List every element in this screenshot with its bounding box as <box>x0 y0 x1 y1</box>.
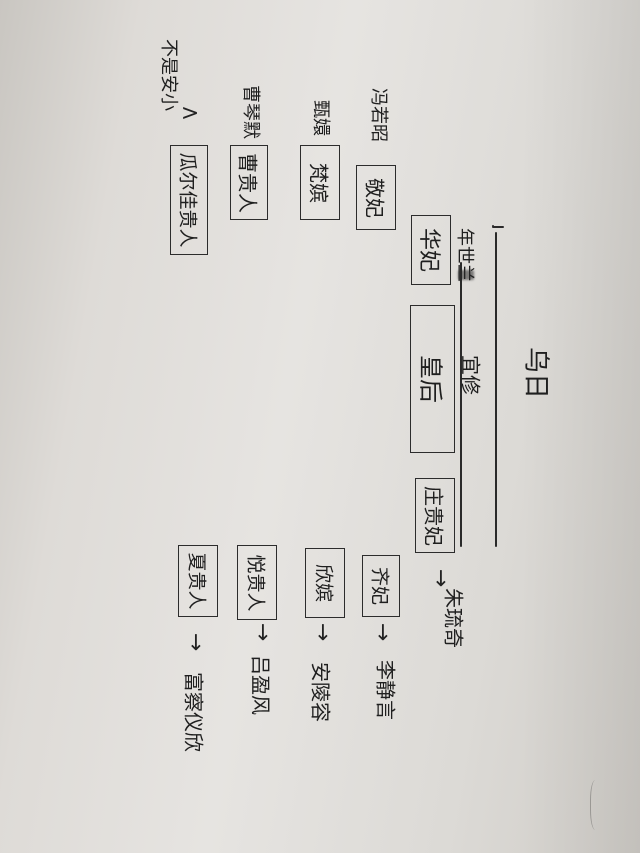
xinyuan-label: 欣嫔 <box>312 563 335 603</box>
huafei-label: 华妃 <box>416 227 441 273</box>
qifei-box: 齐妃 <box>362 555 400 617</box>
header-label: 乌日 <box>520 346 551 400</box>
jingfei-box: 敬妃 <box>356 165 396 230</box>
xiaoyuan-box: 梵嫔 <box>300 145 340 220</box>
empress-label: 皇后 <box>416 355 444 403</box>
jingfei-label: 敬妃 <box>362 177 387 218</box>
ink-smudge <box>458 270 474 280</box>
dinggui-target: 富察仪欣 <box>181 672 206 752</box>
main-axis-line <box>495 232 497 547</box>
second-axis-line <box>460 262 462 547</box>
lijieyu-box: 悦贵人 <box>237 545 277 620</box>
qifei-target: 李静言 <box>373 660 398 720</box>
zhuangfei-label: 庄贵妃 <box>421 485 446 546</box>
qifei-label: 齐妃 <box>368 566 391 606</box>
dinggui-arrow: → <box>183 632 208 652</box>
xinyuan-arrow: → <box>310 622 335 642</box>
xiaoyuan-side-label: 甄嬛 <box>310 100 331 136</box>
bottom-box: 瓜尔佳贵人 <box>170 145 208 255</box>
bottom-side-arrow: < <box>180 100 200 125</box>
empress-title: 宜修 <box>458 355 483 395</box>
pencil-mark <box>590 780 603 830</box>
dinggui-box: 夏贵人 <box>178 545 218 617</box>
caoguiren-label: 曹贵人 <box>235 152 260 213</box>
xinyuan-box: 欣嫔 <box>305 548 345 618</box>
caoguiren-box: 曹贵人 <box>230 145 268 220</box>
jingfei-side-label: 冯若昭 <box>368 88 389 142</box>
qifei-arrow: → <box>370 622 395 642</box>
zhuangfei-box: 庄贵妃 <box>415 478 455 553</box>
xinyuan-target: 安陵容 <box>308 662 333 722</box>
top-line-upper <box>492 225 494 227</box>
huafei-box: 华妃 <box>411 215 451 285</box>
caoguiren-side-label: 曹琴默 <box>240 85 261 139</box>
zhuangfei-arrow: → <box>428 568 453 588</box>
bottom-side-label: 不是安小 <box>158 39 179 111</box>
lijieyu-label: 悦贵人 <box>244 553 267 612</box>
empress-box: 皇后 <box>410 305 455 453</box>
paper-shading <box>520 0 640 853</box>
bottom-box-label: 瓜尔佳贵人 <box>176 152 199 248</box>
top-line-long <box>492 226 504 228</box>
dinggui-label: 夏贵人 <box>185 552 208 610</box>
xiaoyuan-label: 梵嫔 <box>306 162 331 203</box>
lijieyu-target: 吕盈风 <box>248 655 273 715</box>
lijieyu-arrow: → <box>250 622 275 642</box>
zhuangfei-target: 朱琉奇 <box>441 588 466 648</box>
